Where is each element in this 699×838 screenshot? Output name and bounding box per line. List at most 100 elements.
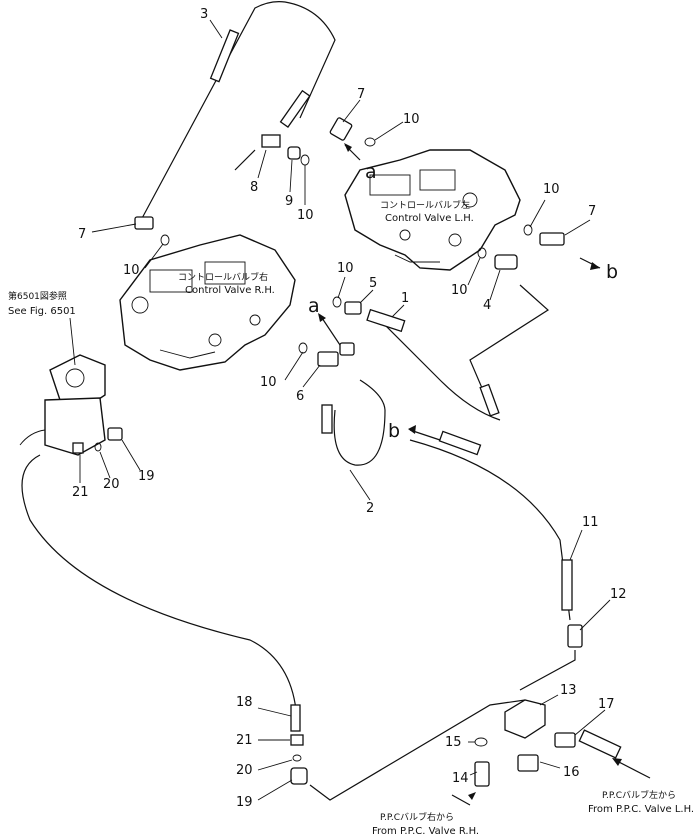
hose-2-fitting	[321, 404, 333, 434]
elbow-16	[517, 754, 539, 772]
callout-7-right: 7	[588, 204, 596, 219]
callout-10-left: 10	[123, 263, 140, 278]
pipe-19-to-13	[309, 699, 526, 801]
callout-10-right: 10	[543, 182, 560, 197]
callout-4: 4	[483, 298, 491, 313]
callout-10-right-low: 10	[451, 283, 468, 298]
fitting-17-tube	[578, 729, 622, 759]
callout-10-center: 10	[337, 261, 354, 276]
callout-13: 13	[560, 683, 577, 698]
hose-18	[21, 454, 297, 711]
hose-3-fitting	[209, 29, 240, 83]
o-ring-10-d	[332, 296, 342, 308]
label-fig-en: See Fig. 6501	[8, 306, 76, 317]
arrow-ppc-lh	[614, 759, 651, 779]
arrow-b-left-head	[408, 425, 416, 434]
label-ppc-lh-jp: P.P.Cバルブ左から	[602, 789, 676, 801]
label-cv-rh-en: Control Valve R.H.	[185, 285, 275, 296]
fitting-19-bottom	[290, 767, 308, 785]
hose-11-fitting-top	[438, 430, 482, 456]
hose-3	[139, 1, 336, 223]
label-ppc-rh-en: From P.P.C. Valve R.H.	[372, 826, 479, 837]
callout-7-left: 7	[78, 227, 86, 242]
label-cv-rh-jp: コントロールバルブ右	[178, 271, 268, 283]
hose-4-fitting	[479, 383, 500, 417]
label-ppc-lh-en: From P.P.C. Valve L.H.	[588, 804, 694, 815]
callout-15: 15	[445, 735, 462, 750]
label-cv-lh-jp: コントロールバルブ左	[380, 199, 470, 211]
callout-2: 2	[366, 501, 374, 516]
callout-11: 11	[582, 515, 599, 530]
callout-17: 17	[598, 697, 615, 712]
hose-4	[469, 284, 549, 396]
fitting-14	[474, 761, 490, 787]
elbow-6	[317, 351, 339, 367]
arrow-a-lower	[319, 314, 341, 346]
hose-3-fitting-lower	[279, 89, 311, 128]
control-valve-lh	[344, 149, 521, 271]
bracket-13	[504, 699, 546, 739]
arrow-b-right-head	[590, 262, 600, 270]
fitting-7-top	[329, 117, 353, 141]
washer-20-bottom	[292, 754, 302, 762]
callout-19-bottom: 19	[236, 795, 253, 810]
callout-21-bottom: 21	[236, 733, 253, 748]
arrow-ppc-lh-head	[612, 758, 622, 766]
washer-15	[474, 737, 488, 747]
adapter-9	[287, 146, 301, 160]
arrow-ppc-rh	[451, 794, 471, 806]
adapter-5	[344, 301, 362, 315]
arrow-a-lower-head	[318, 313, 326, 322]
pipe-12-to-13	[519, 650, 576, 691]
o-ring-10-f	[477, 247, 487, 259]
label-ppc-rh-jp: P.P.Cバルブ右から	[380, 811, 454, 823]
callout-20-top: 20	[103, 477, 120, 492]
letter-b-right: b	[606, 261, 618, 283]
tee-8	[261, 134, 281, 148]
callout-8: 8	[250, 180, 258, 195]
o-ring-10-b	[300, 154, 310, 166]
nut-21-top	[72, 442, 84, 454]
control-valve-rh	[119, 234, 296, 371]
callout-19-top: 19	[138, 469, 155, 484]
fitting-12	[567, 624, 583, 648]
callout-14: 14	[452, 771, 469, 786]
fitting-19-top	[107, 427, 123, 441]
letter-a-lower: a	[308, 295, 320, 317]
hose-1-fitting	[366, 308, 406, 333]
callout-10-top: 10	[403, 112, 420, 127]
label-fig-jp: 第6501図参照	[8, 290, 67, 302]
callout-9: 9	[285, 194, 293, 209]
label-cv-lh-en: Control Valve L.H.	[385, 213, 474, 224]
callout-10-mid: 10	[297, 208, 314, 223]
callout-20-bottom: 20	[236, 763, 253, 778]
fitting-7-right	[539, 232, 565, 246]
leader-lines	[69, 19, 611, 801]
letter-b-left: b	[388, 420, 400, 442]
callout-16: 16	[563, 765, 580, 780]
callout-12: 12	[610, 587, 627, 602]
callout-7-top: 7	[357, 87, 365, 102]
nut-21-bottom	[290, 734, 304, 746]
o-ring-10-a	[364, 137, 376, 147]
callout-18: 18	[236, 695, 253, 710]
arrow-ppc-rh-head	[468, 792, 476, 800]
hose-11	[409, 439, 571, 621]
callout-5: 5	[369, 276, 377, 291]
fitting-7-left	[134, 216, 154, 230]
hose-18-fitting	[290, 704, 301, 732]
arrow-a-upper-head	[344, 143, 352, 152]
hose-1	[379, 319, 501, 421]
callout-3: 3	[200, 7, 208, 22]
tee-8-stem	[234, 149, 256, 171]
callout-21-top: 21	[72, 485, 89, 500]
elbow-4	[494, 254, 518, 270]
callout-1: 1	[401, 291, 409, 306]
hose-11-fitting-bottom	[561, 559, 573, 611]
o-ring-10-g	[523, 224, 533, 236]
hose-2	[333, 379, 386, 466]
elbow-6-out	[339, 342, 355, 356]
o-ring-10-e	[298, 342, 308, 354]
callout-6: 6	[296, 389, 304, 404]
